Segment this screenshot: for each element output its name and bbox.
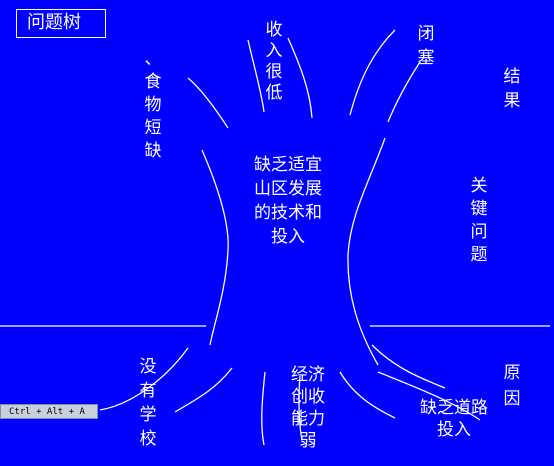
trunk-left <box>201 149 229 346</box>
road-line1: 缺乏道路 <box>420 398 488 418</box>
label-core-problem: 缺乏适宜山区发展的技术和投入 <box>252 153 324 249</box>
weak-economy-line1: 经济 <box>291 365 325 385</box>
root-road-2 <box>377 371 481 421</box>
label-low-income: 收入很低 <box>265 20 283 103</box>
root-econ-2 <box>298 375 303 441</box>
weak-economy-line4: 弱 <box>299 431 317 451</box>
diagram-title: 问题树 <box>16 9 106 38</box>
label-cause: 原因 <box>503 363 521 409</box>
label-weak-economy: 经济 创收 能力 弱 <box>286 364 330 452</box>
road-line2: 投入 <box>437 420 471 440</box>
branch-closed-2 <box>387 61 421 123</box>
core-problem-text: 缺乏适宜山区发展的技术和投入 <box>254 155 322 247</box>
label-key-issue: 关键问题 <box>470 176 488 265</box>
branch-income-1 <box>247 39 265 113</box>
weak-economy-line3: 能力 <box>291 409 325 429</box>
label-lack-road: 缺乏道路 投入 <box>410 397 498 441</box>
branch-income-2 <box>287 37 313 119</box>
weak-economy-line2: 创收 <box>291 387 325 407</box>
label-result: 结果 <box>503 67 521 111</box>
root-road-1 <box>339 371 396 419</box>
branch-closed-1 <box>349 29 396 116</box>
root-road-3 <box>371 344 446 389</box>
label-no-school: 没有学校 <box>139 357 157 449</box>
trunk-right <box>347 137 386 366</box>
root-school <box>99 347 189 411</box>
label-closed: 闭塞 <box>417 24 435 68</box>
shortcut-tooltip[interactable]: Ctrl + Alt + A <box>0 404 98 419</box>
branch-food <box>187 77 229 129</box>
label-food-shortage: 、食物短缺 <box>144 49 162 161</box>
root-econ-1 <box>261 371 266 446</box>
root-school-2 <box>174 367 233 413</box>
